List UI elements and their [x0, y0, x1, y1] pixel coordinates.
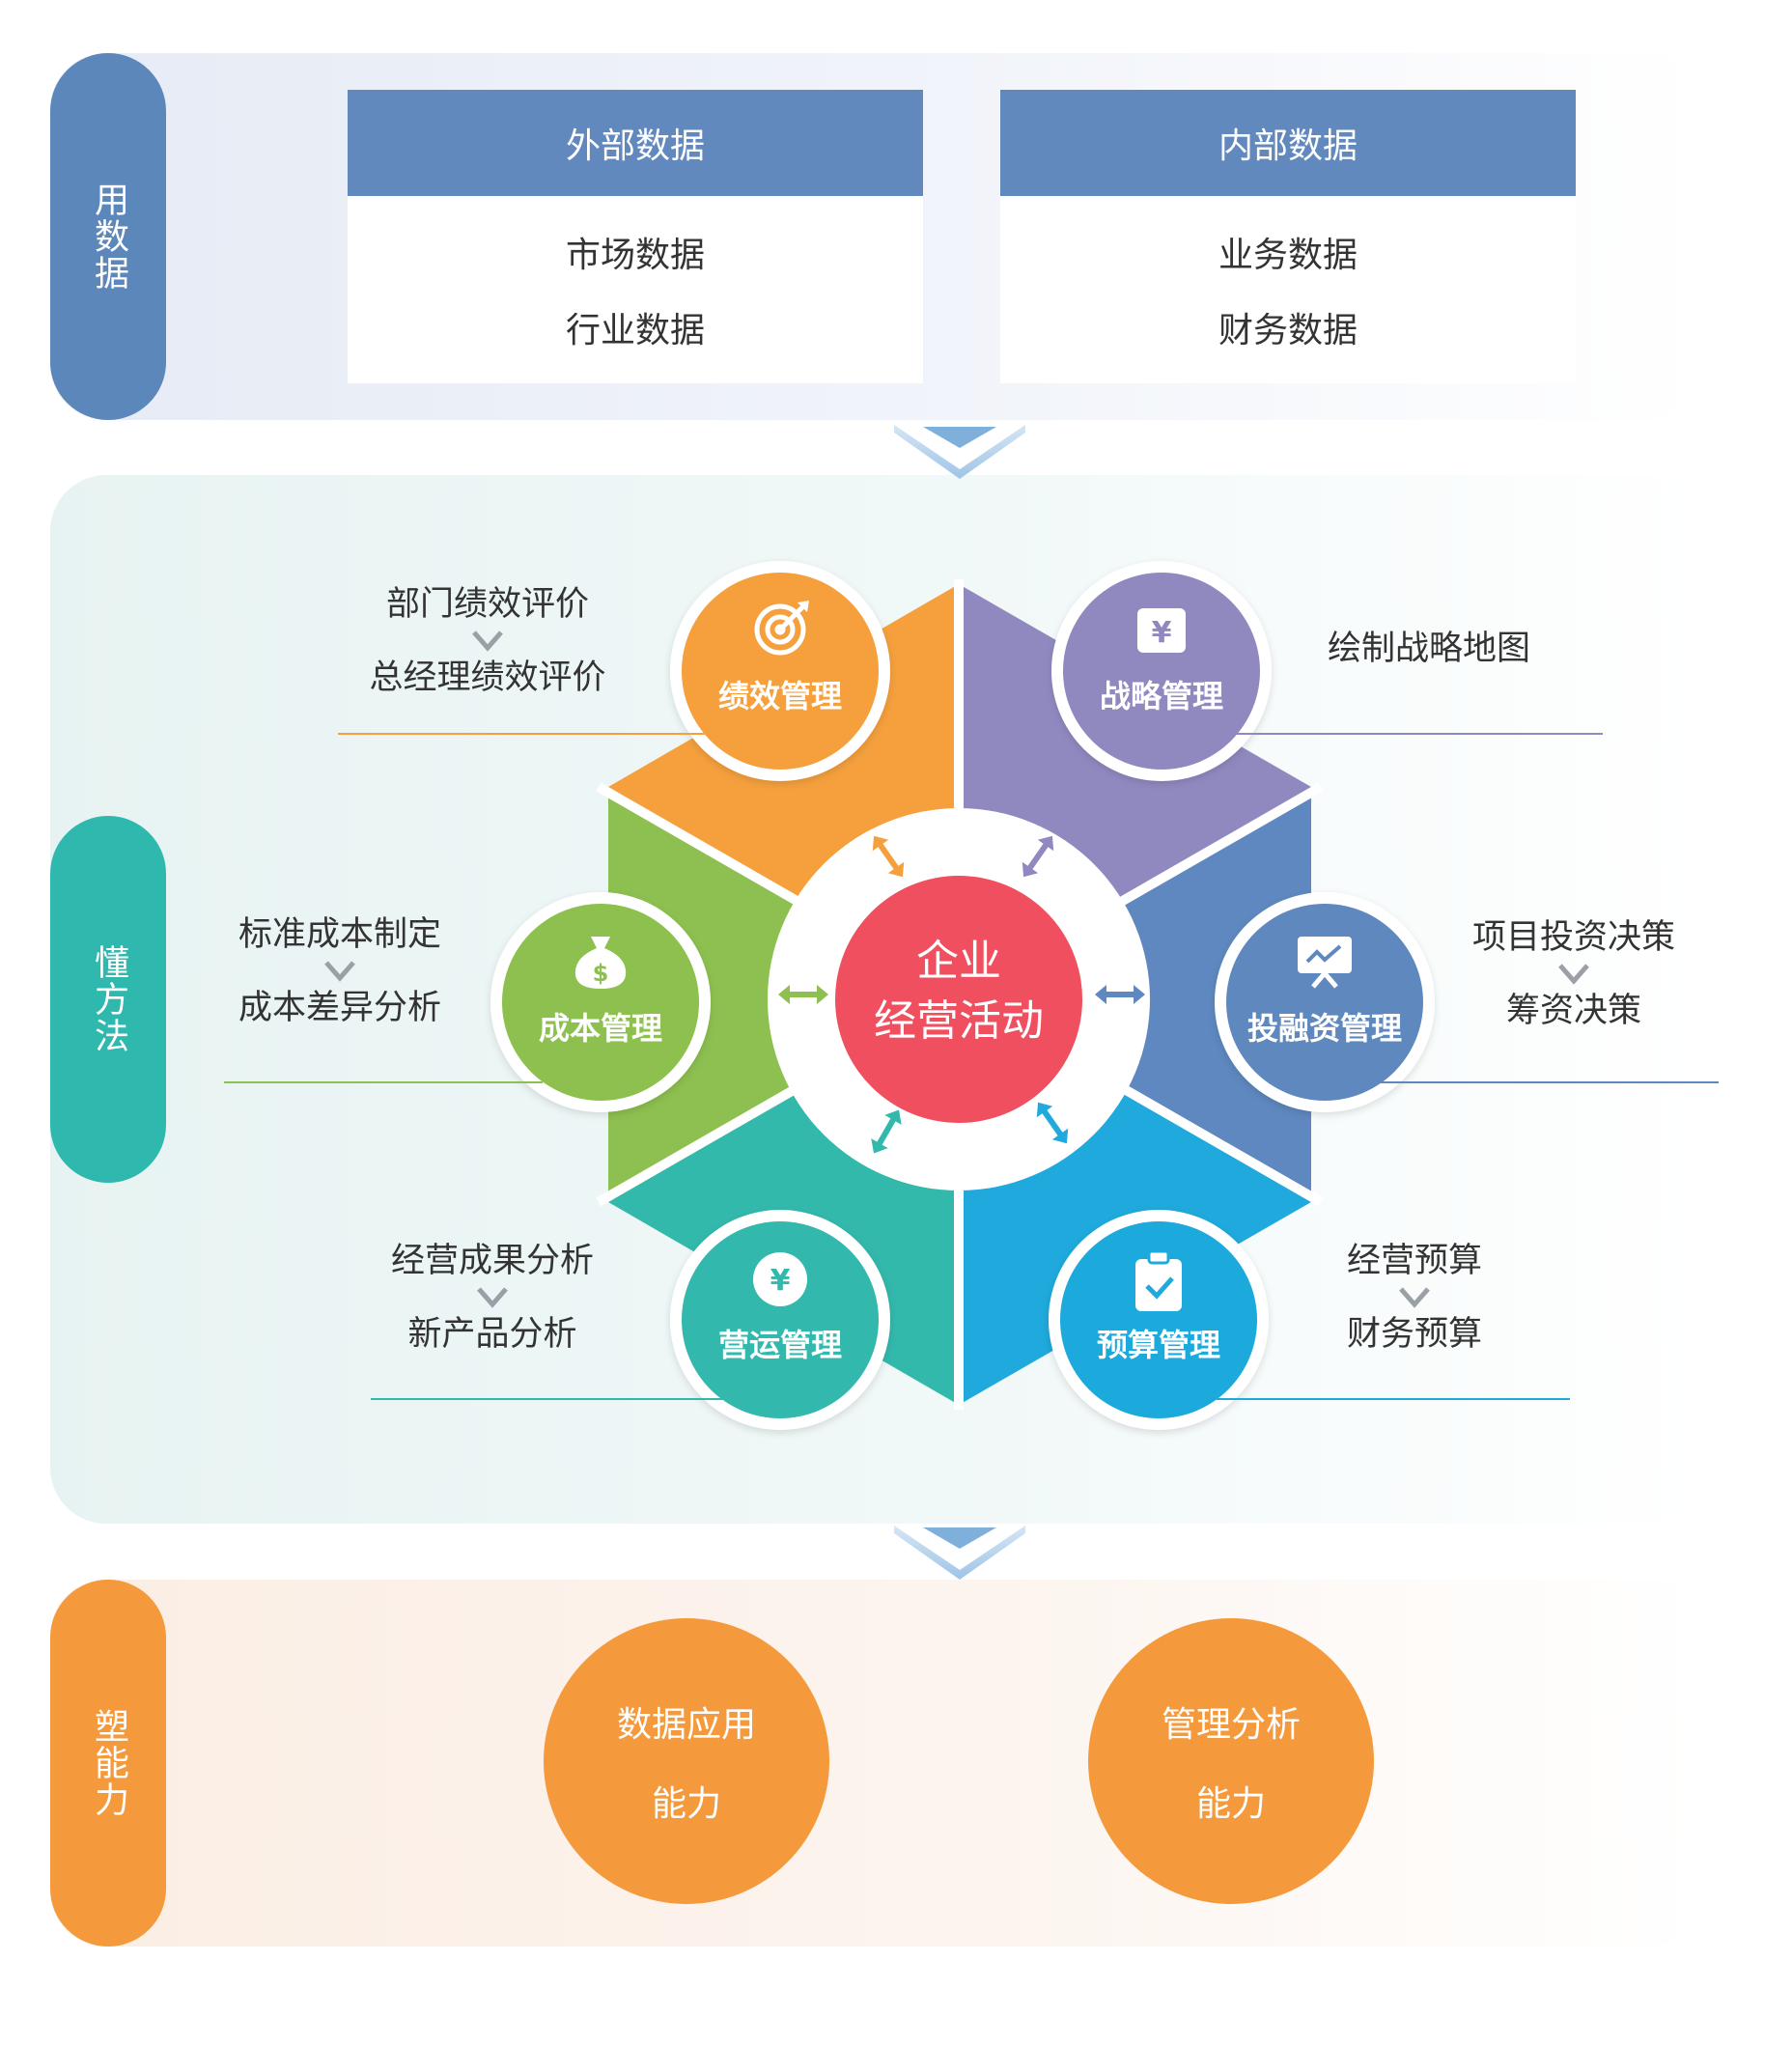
module-financing: [1215, 892, 1435, 1112]
down-chevron-icon: [894, 1526, 1025, 1580]
presentation-board-icon: [1298, 937, 1352, 989]
module-label: 预算管理: [1097, 1327, 1220, 1363]
chevron-down-icon: [324, 961, 355, 982]
internal-data-item: 业务数据: [1218, 236, 1358, 275]
note-text: 财务预算: [1346, 1315, 1482, 1354]
note-text: 新产品分析: [407, 1315, 577, 1354]
ability-label: 管理分析: [1161, 1705, 1301, 1745]
external-data-item: 市场数据: [565, 236, 705, 275]
module-budget: [1049, 1210, 1269, 1430]
external-data-item: 行业数据: [565, 311, 705, 350]
note-underline: [1217, 1398, 1570, 1400]
double-arrow-icon: [1095, 985, 1145, 1004]
svg-text:$: $: [593, 960, 609, 987]
ability-section-band: [50, 1580, 1703, 1947]
chevron-down-icon: [472, 630, 503, 652]
ability-label: 能力: [1195, 1784, 1266, 1824]
center-title: 企业: [916, 937, 1001, 986]
note-text: 筹资决策: [1505, 992, 1641, 1030]
center-circle: [835, 876, 1082, 1123]
section-label-method: 懂方法: [50, 816, 166, 1183]
external-data-title: 外部数据: [348, 90, 923, 196]
chevron-down-icon: [477, 1287, 508, 1308]
double-arrow-icon: [778, 985, 828, 1004]
note-financing: 项目投资决策 筹资决策: [1458, 912, 1690, 1036]
note-underline: [1381, 1081, 1719, 1083]
note-underline: [371, 1398, 728, 1400]
double-arrow-icon: [871, 1109, 902, 1154]
module-label: 投融资管理: [1247, 1010, 1402, 1047]
note-text: 经营预算: [1346, 1242, 1482, 1280]
section-label-data: 用数据: [50, 53, 166, 420]
down-chevron-icon: [894, 425, 1025, 479]
note-underline: [1236, 733, 1603, 735]
internal-data-card: 内部数据 业务数据 财务数据: [1000, 90, 1576, 383]
module-operation: [670, 1210, 890, 1430]
module-label: 战略管理: [1100, 678, 1223, 714]
note-text: 部门绩效评价: [385, 585, 589, 624]
double-arrow-icon: [1022, 835, 1054, 878]
ability-label: 能力: [651, 1784, 721, 1824]
internal-data-title: 内部数据: [1000, 90, 1576, 196]
note-budget: 经营预算 财务预算: [1323, 1236, 1506, 1359]
svg-text:¥: ¥: [770, 1264, 791, 1298]
note-underline: [224, 1081, 543, 1083]
double-arrow-icon: [872, 835, 905, 878]
note-text: 标准成本制定: [238, 915, 441, 954]
note-performance: 部门绩效评价 总经理绩效评价: [348, 579, 628, 703]
note-text: 项目投资决策: [1471, 918, 1675, 957]
section-label-ability: 塑能力: [50, 1580, 166, 1947]
center-subtitle: 经营活动: [874, 996, 1044, 1046]
note-operation: 经营成果分析 新产品分析: [372, 1236, 613, 1359]
ability-data-application: 数据应用 能力: [544, 1618, 829, 1904]
note-underline: [338, 733, 705, 735]
note-text: 绘制战略地图: [1327, 630, 1530, 668]
note-text: 经营成果分析: [390, 1242, 594, 1280]
module-label: 成本管理: [539, 1010, 662, 1047]
ability-label: 数据应用: [616, 1705, 756, 1745]
chevron-down-icon: [1558, 964, 1589, 985]
module-performance: [670, 561, 890, 781]
note-text: 总经理绩效评价: [369, 658, 606, 697]
note-cost: 标准成本制定 成本差异分析: [224, 910, 456, 1033]
module-strategy: [1051, 561, 1272, 781]
external-data-card: 外部数据 市场数据 行业数据: [348, 90, 923, 383]
module-cost: [490, 892, 711, 1112]
module-label: 营运管理: [718, 1327, 842, 1363]
yen-card-icon: ¥: [1137, 608, 1186, 653]
note-strategy: 绘制战略地图: [1313, 624, 1545, 674]
chevron-down-icon: [1399, 1287, 1430, 1308]
target-icon: [754, 601, 809, 656]
yen-coin-icon: ¥: [753, 1252, 807, 1306]
note-text: 成本差异分析: [238, 989, 441, 1027]
money-bag-icon: $: [574, 937, 627, 989]
double-arrow-icon: [1036, 1102, 1069, 1144]
ability-management-analysis: 管理分析 能力: [1088, 1618, 1374, 1904]
clipboard-check-icon: [1135, 1249, 1182, 1311]
module-label: 绩效管理: [718, 678, 842, 714]
internal-data-item: 财务数据: [1218, 311, 1358, 350]
svg-text:¥: ¥: [1152, 616, 1172, 650]
